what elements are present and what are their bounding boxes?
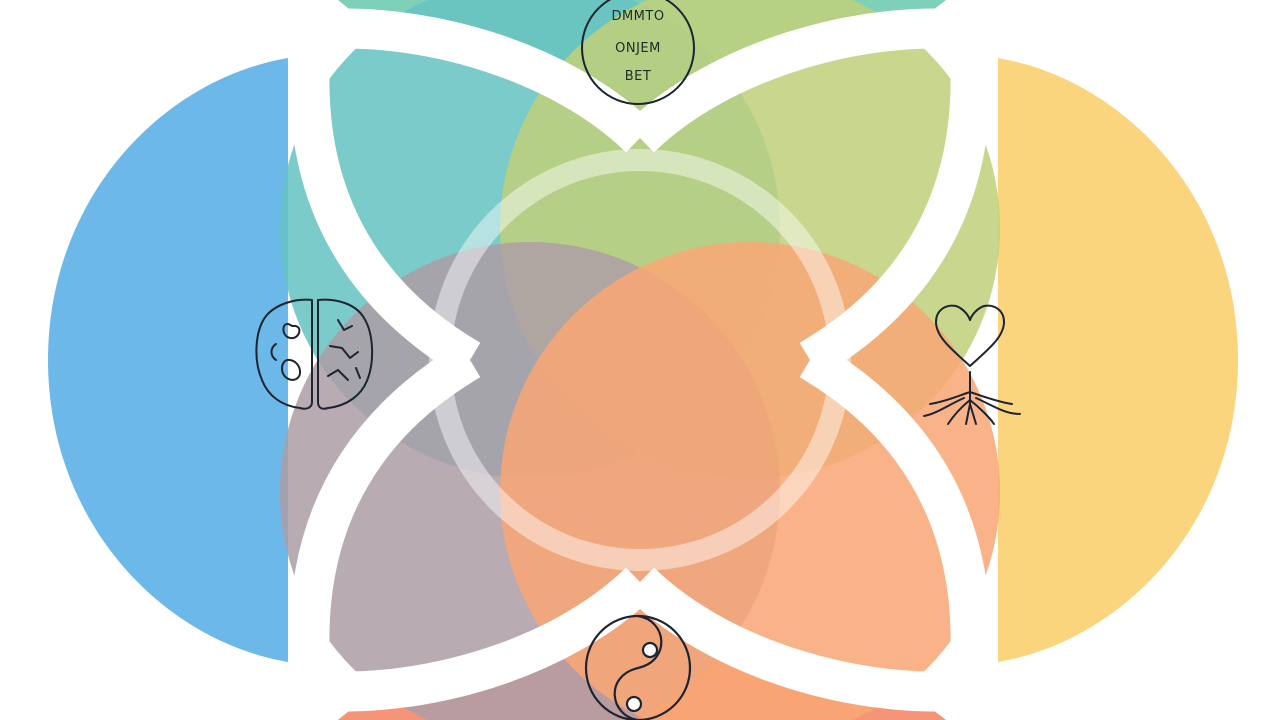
badge-line-2: ONJEM bbox=[615, 41, 661, 56]
right-yellow-lobe bbox=[998, 58, 1238, 662]
separator-lr bbox=[799, 342, 991, 664]
circle-badge-icon: DMMTO ONJEM BET bbox=[581, 0, 695, 105]
separator-ul bbox=[289, 56, 481, 378]
separator-bottom-left bbox=[308, 567, 654, 712]
separator-bottom-right bbox=[626, 567, 972, 712]
brain-icon bbox=[255, 298, 374, 410]
inner-translucent-ring bbox=[429, 149, 851, 571]
separator-ur bbox=[799, 56, 991, 378]
left-blue-lobe bbox=[48, 58, 288, 662]
separator-top-left bbox=[308, 8, 654, 153]
separator-top-right bbox=[626, 8, 972, 153]
badge-line-3: BET bbox=[625, 69, 652, 84]
separator-ll bbox=[289, 342, 481, 664]
inner-circles bbox=[280, 0, 1000, 720]
yin-yang-icon bbox=[584, 614, 692, 720]
badge-line-1: DMMTO bbox=[611, 9, 664, 24]
separator-rings bbox=[289, 8, 991, 712]
heart-with-roots-icon bbox=[923, 304, 1021, 425]
